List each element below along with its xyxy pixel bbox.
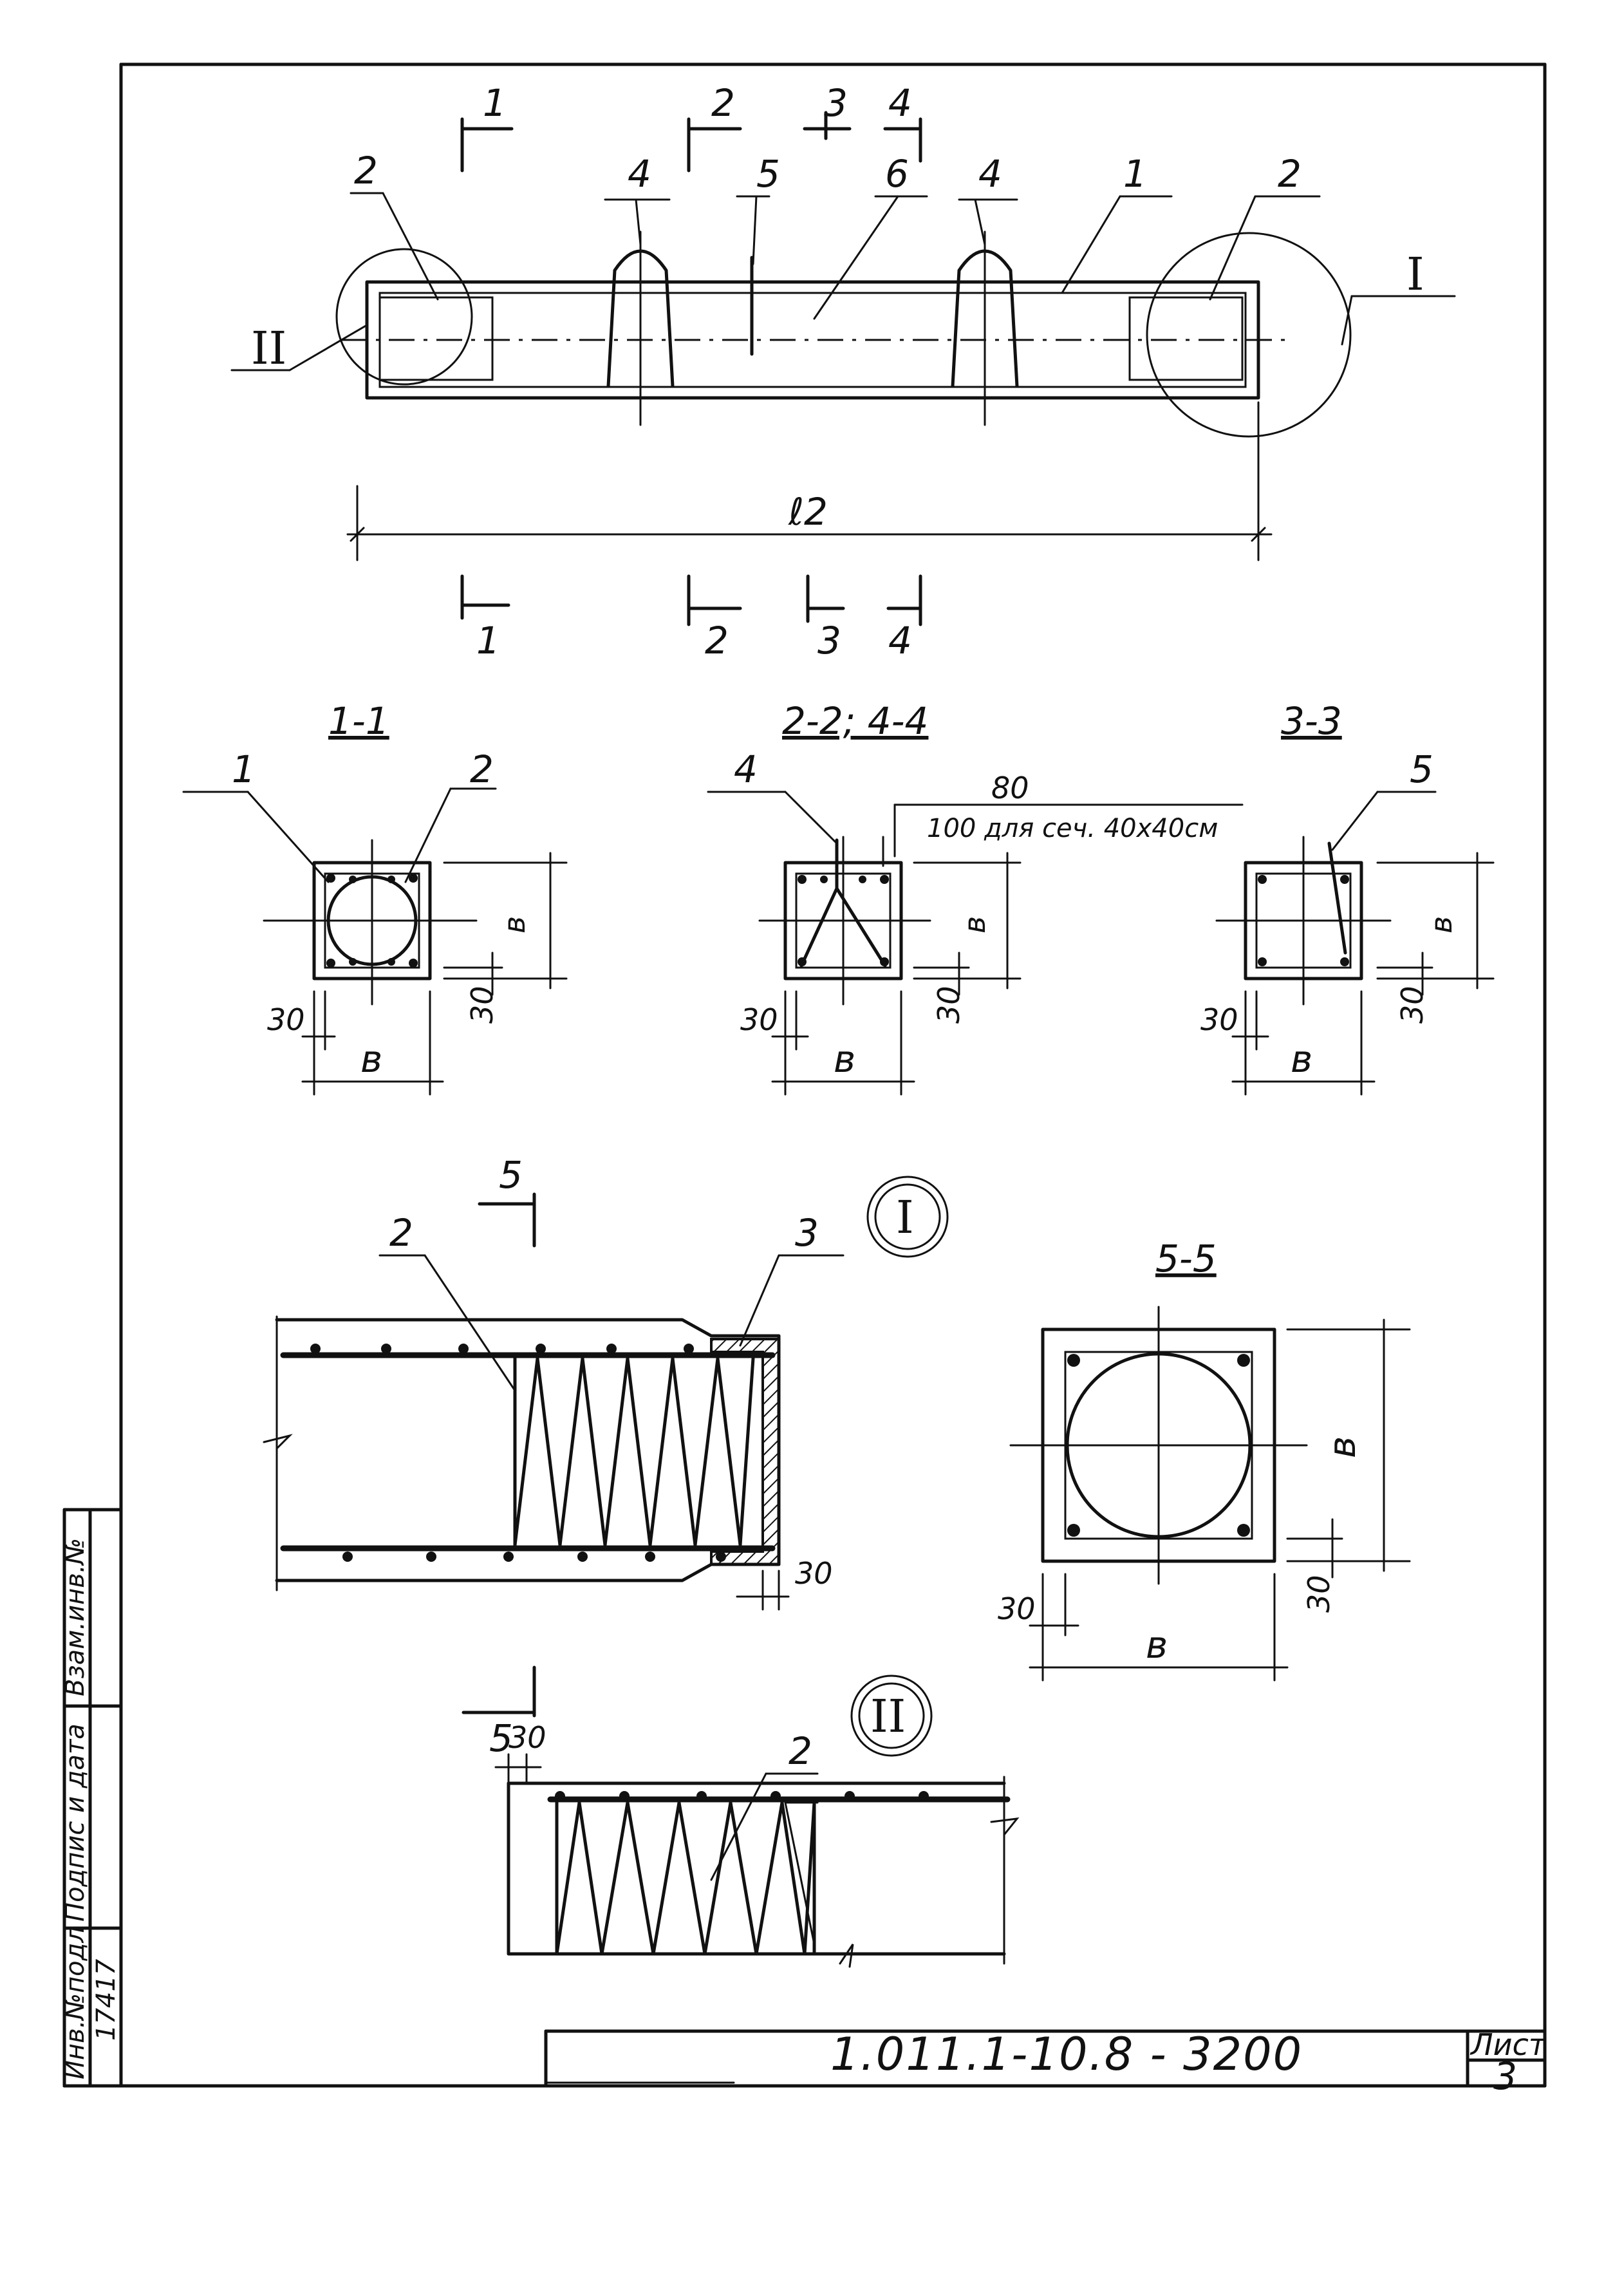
- section-1-1: 1-1 1 2 в 30 30 в: [182, 699, 568, 1096]
- title-block: 1.011.1-10.8 - 3200 Лист 3: [544, 2027, 1547, 2098]
- sheet-label: Лист: [1470, 2027, 1547, 2062]
- plan-pos-4-right: 4: [978, 152, 1002, 196]
- detail-II-circle: [335, 248, 473, 386]
- cut-bottom-1: 1: [476, 619, 500, 662]
- section-2-2-cover-b: 30: [931, 986, 966, 1024]
- section-1-1-cover-a: 30: [267, 1002, 305, 1037]
- section-3-3-width: в: [1291, 1037, 1312, 1081]
- cut-top-1: 1: [483, 81, 507, 125]
- detail-II: II 30 2: [494, 1674, 1020, 1968]
- section-1-1-pos-1: 1: [232, 747, 256, 791]
- section-2-2-cover-a: 30: [740, 1002, 778, 1037]
- section-2-2-dim-80: 80: [991, 771, 1029, 805]
- section-5-5-width: в: [1146, 1623, 1168, 1667]
- detail-II-marker: II: [870, 1690, 906, 1743]
- plan-pos-1: 1: [1123, 152, 1147, 196]
- cut-bottom-4: 4: [888, 619, 912, 662]
- cut-top-2: 2: [711, 81, 735, 125]
- plan-pos-6: 6: [885, 152, 909, 196]
- length-dimension: ℓ2: [346, 401, 1273, 561]
- detail-I-pos-3: 3: [795, 1211, 819, 1255]
- section-5-5-side: в: [1320, 1436, 1364, 1458]
- section-1-1-width: в: [360, 1037, 382, 1081]
- stamp-sign-date: Подпис и дата: [61, 1723, 90, 1922]
- stamp-inv-orig: Инв.№подл: [61, 1926, 90, 2079]
- plan-pos-5: 5: [756, 152, 780, 196]
- stamp-column: Взам.инв.№ Подпис и дата Инв.№подл 17417: [61, 1508, 123, 2088]
- plan-pos-2-left: 2: [354, 149, 378, 192]
- plan-labels: 2 4 5 6 4 1 2 I II: [251, 149, 1424, 375]
- plan-detail-II-label: II: [251, 322, 286, 375]
- section-3-3-cover-a: 30: [1200, 1002, 1238, 1037]
- plan-cut-markers: 1 2 3 4 1 2 3 4: [460, 81, 922, 662]
- detail-I-cover: 30: [795, 1556, 833, 1591]
- cut-bottom-2: 2: [705, 619, 729, 662]
- plan-pos-4-left: 4: [628, 152, 651, 196]
- detail-I-cut-bottom: 5: [489, 1716, 513, 1760]
- section-1-1-cover-b: 30: [465, 986, 499, 1024]
- section-5-5: 5-5 в 30 30 в: [998, 1237, 1411, 1682]
- section-2-2-title: 2-2; 4-4: [782, 699, 928, 743]
- detail-I-cut-top: 5: [499, 1153, 523, 1197]
- cut-bottom-3: 3: [817, 619, 841, 662]
- length-label: ℓ2: [788, 490, 828, 534]
- plan-detail-I-label: I: [1406, 248, 1424, 301]
- detail-II-pos-2: 2: [789, 1729, 812, 1773]
- section-3-3-side: в: [1424, 916, 1459, 933]
- stamp-inv-repl: Взам.инв.№: [61, 1538, 90, 1696]
- section-3-3-pos-5: 5: [1410, 747, 1433, 791]
- section-2-2-note: 100 для сеч. 40х40см: [927, 814, 1218, 843]
- drawing-code: 1.011.1-10.8 - 3200: [830, 2028, 1303, 2081]
- cut-top-4: 4: [888, 81, 912, 125]
- beam-plan: [230, 192, 1456, 438]
- detail-I-pos-2: 2: [389, 1211, 413, 1255]
- detail-I-circle: [1146, 232, 1352, 438]
- detail-II-marker-outer: [850, 1674, 933, 1757]
- section-2-2-width: в: [834, 1037, 855, 1081]
- plan-pos-2-right: 2: [1278, 152, 1302, 196]
- section-5-5-cover-a: 30: [998, 1591, 1036, 1626]
- detail-I: I 5 5 2 3 30: [263, 1153, 949, 1760]
- section-2-2-pos-4: 4: [734, 747, 758, 791]
- section-3-3: 3-3 5 в 30 30 в: [1200, 699, 1495, 1096]
- section-2-2: 2-2; 4-4 4 80 100 для сеч. 40х40см в 30 …: [707, 699, 1244, 1096]
- cut-top-3: 3: [824, 81, 848, 125]
- section-5-5-title: 5-5: [1155, 1237, 1217, 1280]
- section-1-1-title: 1-1: [328, 699, 389, 743]
- section-2-2-side: в: [957, 916, 992, 933]
- section-1-1-side: в: [497, 916, 532, 933]
- section-3-3-cover-b: 30: [1395, 986, 1430, 1024]
- section-5-5-cover-b: 30: [1302, 1575, 1336, 1613]
- stamp-inv-value: 17417: [91, 1958, 121, 2041]
- detail-I-marker: I: [896, 1191, 914, 1244]
- sheet-number: 3: [1493, 2054, 1517, 2098]
- detail-II-cover: 30: [509, 1720, 546, 1755]
- detail-I-marker-outer: [866, 1176, 949, 1258]
- section-3-3-title: 3-3: [1281, 699, 1342, 743]
- section-1-1-pos-2: 2: [470, 747, 494, 791]
